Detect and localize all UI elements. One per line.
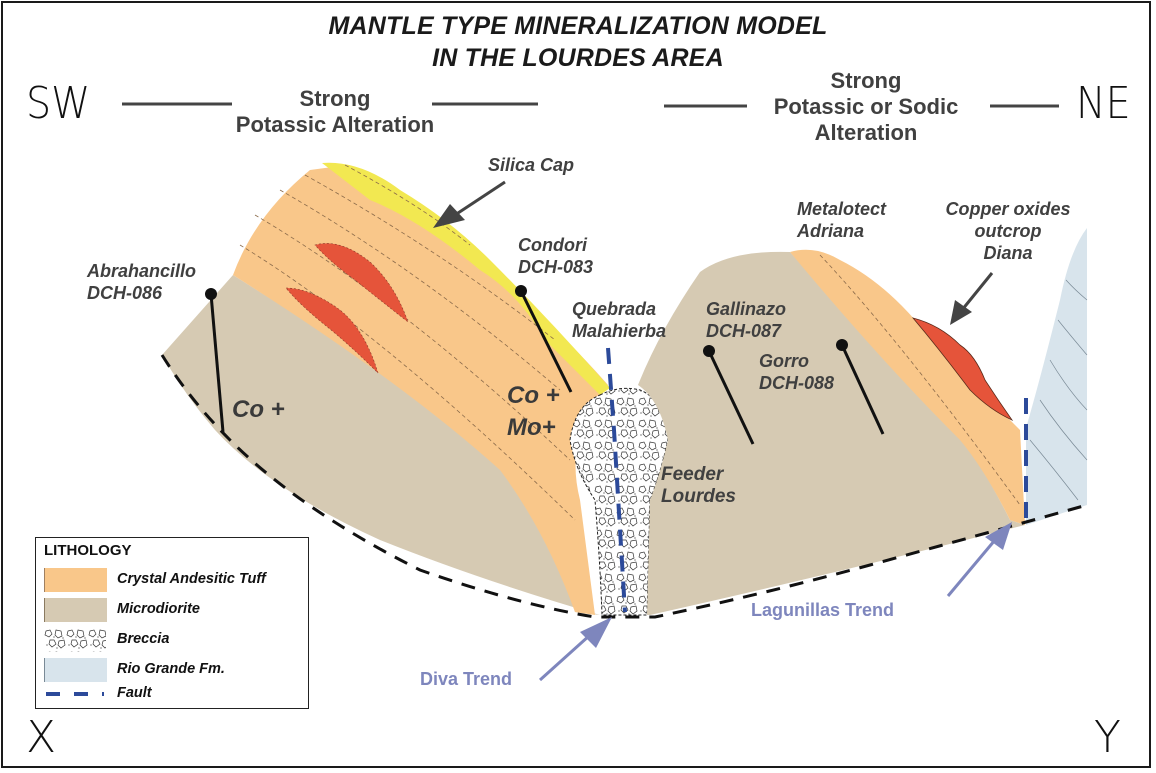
label-copper-oxides-diana: Copper oxides outcrop Diana [928,198,1088,264]
label-quebrada-malahierba: Quebrada Malahierba [572,298,666,342]
legend-swatch-fault [46,692,104,696]
legend-item-microdiorite: Microdiorite [44,598,304,622]
alteration-zone-sw: Strong Potassic Alteration [200,86,470,138]
copper-oxide-lens-1 [314,243,409,323]
legend-label-rio-grande: Rio Grande Fm. [117,661,225,677]
fault-malahierba [606,347,627,613]
rio-grande-fm [1026,228,1087,525]
collar-dch083 [515,285,527,297]
metalotect-line1: Metalotect [797,199,887,219]
legend-label-breccia: Breccia [117,631,170,647]
copper-line3: Diana [983,243,1033,263]
quebrada-line1: Quebrada [572,299,657,319]
alteration-guide-lines [122,102,1059,108]
drill-holes [209,290,885,445]
label-gallinazo: Gallinazo DCH-087 [706,298,786,342]
legend-swatch-rio-grande [44,658,107,682]
silica-cap [322,162,610,395]
section-end-y: Y [1094,712,1121,763]
drill-hole-dch083 [519,290,573,393]
gorro-name: Gorro [759,351,810,371]
alteration-ne-line3: Alteration [814,120,918,145]
tuff-left [233,166,608,615]
metalotect-line2: Adriana [797,221,865,241]
microdiorite-left [162,275,600,615]
quebrada-line2: Malahierba [572,321,667,341]
collar-dch086 [205,288,217,300]
condori-name: Condori [518,235,587,255]
copper-oxide-diana [911,317,1014,421]
gorro-hole: DCH-088 [759,373,835,393]
label-co-plus-left: Co + [232,396,285,423]
legend-swatch-breccia [44,628,106,652]
label-co-plus-center: Co + [507,382,560,409]
bedding-line-right [819,254,1021,506]
alteration-ne-line2: Potassic or Sodic [773,94,959,119]
silica-cap-arrow [433,180,506,228]
legend-swatch-tuff [44,568,107,592]
label-condori: Condori DCH-083 [518,234,593,278]
label-feeder-lourdes: Feeder Lourdes [661,464,736,508]
legend-item-breccia: Breccia [44,628,304,652]
copper-line1: Copper oxides [945,199,1071,219]
label-lagunillas-trend: Lagunillas Trend [751,600,895,620]
drill-hole-dch086 [209,293,225,433]
tuff-right [790,249,1025,526]
legend-label-fault: Fault [117,685,152,701]
legend-swatch-microdiorite [44,598,107,622]
drill-hole-dch087 [707,350,755,445]
collar-dch088 [836,339,848,351]
condori-hole: DCH-083 [518,257,594,277]
label-silica-cap: Silica Cap [488,155,575,175]
copper-oxide-arrow [950,272,994,325]
lithology-legend: LITHOLOGY Crystal Andesitic Tuff Microdi… [35,537,309,709]
legend-label-tuff: Crystal Andesitic Tuff [117,571,266,587]
drill-hole-dch088 [840,344,885,435]
drill-collars [205,285,848,357]
gallinazo-name: Gallinazo [706,299,787,319]
collar-dch087 [703,345,715,357]
lagunillas-trend-arrow [946,522,1012,597]
gallinazo-hole: DCH-087 [706,321,782,341]
label-metalotect-adriana: Metalotect Adriana [797,198,886,242]
legend-title: LITHOLOGY [44,542,132,559]
feeder-line2: Lourdes [661,486,736,507]
breccia-pipe [569,387,669,616]
section-end-x: X [26,712,57,763]
alteration-sw-line2: Potassic Alteration [235,112,435,137]
legend-item-fault: Fault [44,684,304,704]
copper-oxide-lens-2 [285,287,379,374]
label-diva-trend: Diva Trend [420,669,513,689]
direction-sw: SW [26,78,91,129]
title-line-1: MANTLE TYPE MINERALIZATION MODEL [328,12,828,40]
microdiorite-right [638,251,1025,616]
alteration-ne-line1: Strong [830,68,902,93]
title-line-2: IN THE LOURDES AREA [432,44,724,72]
alteration-sw-line1: Strong [299,86,371,111]
legend-item-rio-grande: Rio Grande Fm. [44,658,304,682]
label-abrahancillo: Abrahancillo DCH-086 [87,260,196,304]
direction-ne: NE [1076,78,1131,129]
abrahancillo-name: Abrahancillo [87,261,197,281]
abrahancillo-hole: DCH-086 [87,283,163,303]
copper-line2: outcrop [974,221,1042,241]
label-mo-plus: Mo+ [507,414,556,441]
alteration-zone-ne: Strong Potassic or Sodic Alteration [740,68,992,146]
legend-label-microdiorite: Microdiorite [117,601,200,617]
feeder-line1: Feeder [661,464,724,485]
legend-item-tuff: Crystal Andesitic Tuff [44,568,304,592]
rio-grande-lines [1029,279,1088,501]
label-gorro: Gorro DCH-088 [759,350,834,394]
diva-trend-arrow [538,617,612,682]
basal-contact [160,354,1088,619]
